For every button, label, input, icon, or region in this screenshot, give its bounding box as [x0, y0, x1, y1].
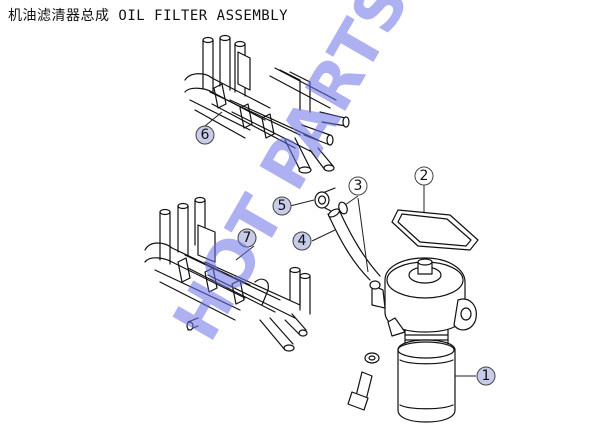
hose-part-4: [327, 208, 381, 281]
callout-5: 5: [272, 196, 292, 216]
callout-1-label: 1: [482, 368, 491, 384]
oil-filter-part-1: [369, 257, 477, 423]
gasket-part-2: [391, 209, 479, 251]
pipe-bundle-part-7: [144, 196, 311, 352]
leader-lines: [204, 111, 476, 377]
callout-2: 2: [414, 166, 434, 186]
callout-4: 4: [292, 231, 312, 251]
callout-7-label: 7: [243, 230, 252, 246]
callout-7: 7: [237, 228, 257, 248]
callout-5-label: 5: [278, 198, 287, 214]
callout-3-label: 3: [354, 178, 363, 194]
callout-1: 1: [476, 366, 496, 386]
callout-3: 3: [348, 176, 368, 196]
callout-2-label: 2: [420, 168, 429, 184]
callout-4-label: 4: [298, 233, 307, 249]
callout-6: 6: [195, 125, 215, 145]
callout-6-label: 6: [201, 127, 210, 143]
page-title: 机油滤清器总成 OIL FILTER ASSEMBLY: [8, 8, 289, 24]
washer-and-bolt: [347, 352, 380, 411]
pipe-bundle-part-6: [184, 34, 350, 174]
clip-part-5: [314, 187, 336, 213]
